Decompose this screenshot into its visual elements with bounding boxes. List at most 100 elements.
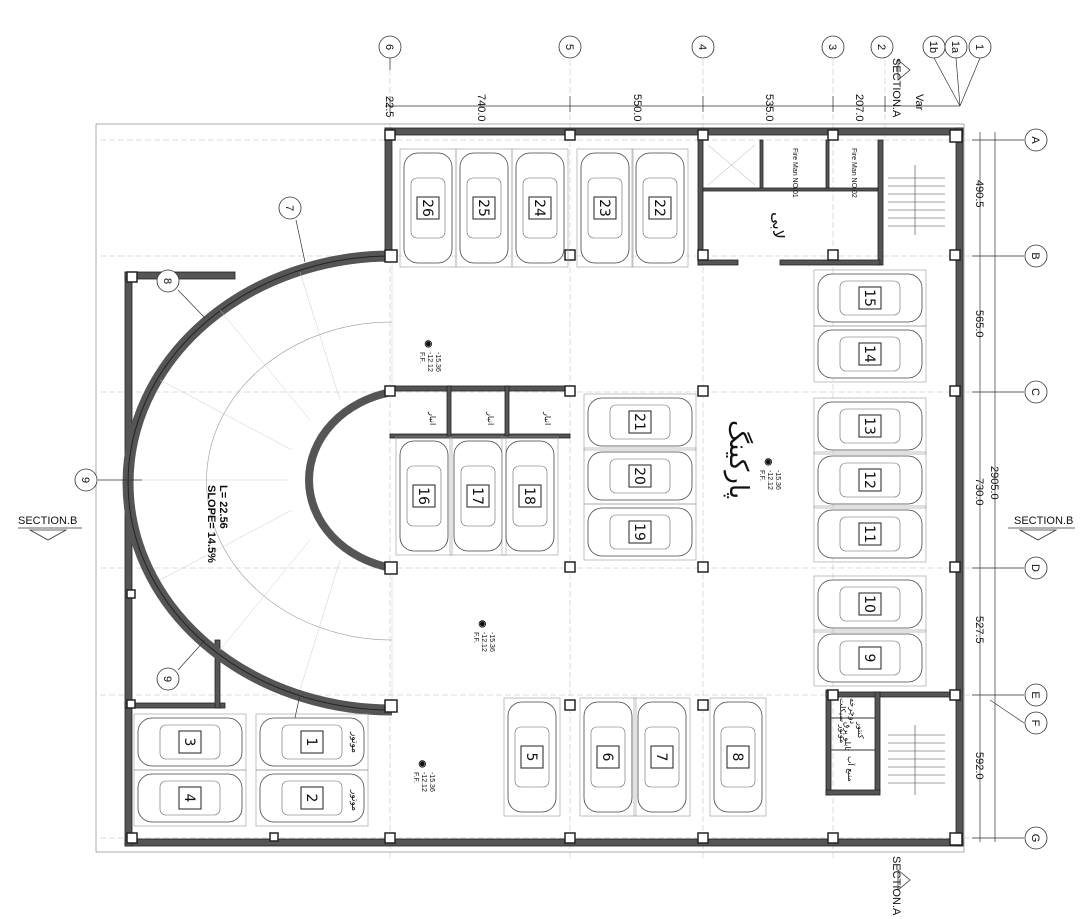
level-marker-4: ◉ -15.36 -12.12 F.F. [412,760,435,792]
fire-man-2-label: Fire Man NO.02 [850,148,857,198]
svg-text:◉: ◉ [478,620,488,628]
parking-number-13: 13 [861,417,877,435]
parking-space-6: 6 [579,697,637,817]
curve-label-8: 8 [161,278,173,284]
label-meter: کنتور [856,721,865,739]
site-boundary [95,123,965,853]
section-b-left: SECTION.B [18,515,77,527]
parking-number-21: 21 [631,413,647,431]
parking-space-8: 8 [709,697,767,817]
level-marker-2: ◉ -15.36 -12.12 F.F. [758,458,781,490]
parking-number-19: 19 [631,523,647,541]
parking-number-7: 7 [653,753,669,762]
parking-number-23: 23 [596,199,612,217]
storage-1-label: انبار [428,411,437,425]
parking-number-26: 26 [419,199,435,217]
ramp-slope: SLOPE= 14.5% [205,485,217,563]
grid-label-1: 1 [973,44,985,50]
level-marker-3: ◉ -15.36 -12.12 F.F. [472,620,495,652]
level-marker-1: ◉ -15.36 -12.12 F.F. [418,340,441,372]
grid-label-B: B [1029,252,1041,259]
storage-2-label: انبار [486,411,495,425]
parking-number-11: 11 [861,525,877,543]
svg-text:-15.36: -15.36 [434,352,441,372]
parking-space-25: 25 [455,148,513,268]
parking-number-1: 1 [303,738,319,747]
svg-text:-12.12: -12.12 [480,632,487,652]
dim-top-5: Var [913,94,925,111]
parking-number-10: 10 [861,595,877,613]
grid-bubbles-right: A B C D E F G [989,128,1048,850]
svg-text:F.F.: F.F. [472,632,479,643]
parking-space-1: 1 [255,713,369,771]
section-a-top: SECTION.A [890,58,902,118]
storage-rooms: انبار انبار انبار [389,385,571,439]
parking-number-18: 18 [521,487,537,505]
dim-top-1: 740.0 [475,94,487,122]
grid-label-4: 4 [696,44,708,50]
parking-number-3: 3 [181,738,197,747]
columns [126,129,963,846]
parking-space-20: 20 [583,447,697,505]
svg-text:-12.12: -12.12 [420,772,427,792]
parking-space-26: 26 [399,148,457,268]
parking-space-4: 4 [133,769,247,827]
grid-label-A: A [1029,136,1041,144]
parking-number-12: 12 [861,471,877,489]
label-bicycle: دوچرخه [848,698,857,724]
parking-number-9: 9 [861,654,877,663]
grid-label-D: D [1029,564,1041,572]
dim-top-4: 207.0 [853,94,865,122]
dim-total: 2905.0 [988,466,1000,500]
level-markers: ◉ -15.36 -12.12 F.F. ◉ -15.36 -12.12 F.F… [412,340,781,792]
dim-right-0: 490.5 [973,180,985,208]
ramp-length: L= 22.56 [217,485,229,529]
dim-right-2: 730.0 [973,478,985,506]
svg-text:F.F.: F.F. [758,470,765,481]
parking-number-5: 5 [523,753,539,762]
parking-space-16: 16 [395,436,453,556]
parking-space-21: 21 [583,393,697,451]
parking-number-22: 22 [651,199,667,217]
grid-label-6: 6 [383,44,395,50]
parking-label: پارکینگ [723,420,754,499]
parking-space-10: 10 [813,575,927,633]
parking-space-17: 17 [449,436,507,556]
storage-3-label: انبار [543,411,552,425]
label-electrical: تابلو برق [843,722,852,751]
svg-text:-15.36: -15.36 [488,632,495,652]
motor-label-2: موتور [349,789,359,811]
dimension-top: 22.5 740.0 550.0 535.0 207.0 Var [383,94,960,122]
dim-top-3: 535.0 [763,94,775,122]
svg-text:-12.12: -12.12 [426,352,433,372]
grid-label-1a: 1a [949,41,961,54]
svg-text:-15.36: -15.36 [774,470,781,490]
grid-label-5: 5 [563,44,575,50]
dim-top-0: 22.5 [383,96,395,117]
lobby-label: لابی [769,212,788,239]
section-b-right: SECTION.B [1014,515,1073,527]
parking-number-17: 17 [469,487,485,505]
section-a-bottom: SECTION.A [890,856,902,916]
grid-label-3: 3 [826,44,838,50]
svg-text:F.F.: F.F. [412,772,419,783]
parking-space-13: 13 [813,397,927,455]
parking-space-18: 18 [501,436,559,556]
motor-label-1: موتور [349,731,359,753]
grid-label-E: E [1029,691,1041,698]
dim-right-3: 527.5 [973,616,985,644]
parking-space-19: 19 [583,503,697,561]
parking-space-23: 23 [576,148,634,268]
grid-label-2: 2 [875,44,887,50]
parking-number-25: 25 [475,199,491,217]
parking-space-7: 7 [633,697,691,817]
fire-man-1-label: Fire Man NO.01 [791,148,798,198]
svg-text:◉: ◉ [764,458,774,466]
svg-text:-12.12: -12.12 [766,470,773,490]
parking-number-4: 4 [181,794,197,803]
core-bottom: دوچرخه موتور سیکلت کنتور تابلو برق منبع … [825,689,952,796]
grid-label-C: C [1029,388,1041,396]
curve-label-7: 7 [283,205,295,211]
section-marks: SECTION.A SECTION.A SECTION.B SECTION.B [18,58,1075,916]
